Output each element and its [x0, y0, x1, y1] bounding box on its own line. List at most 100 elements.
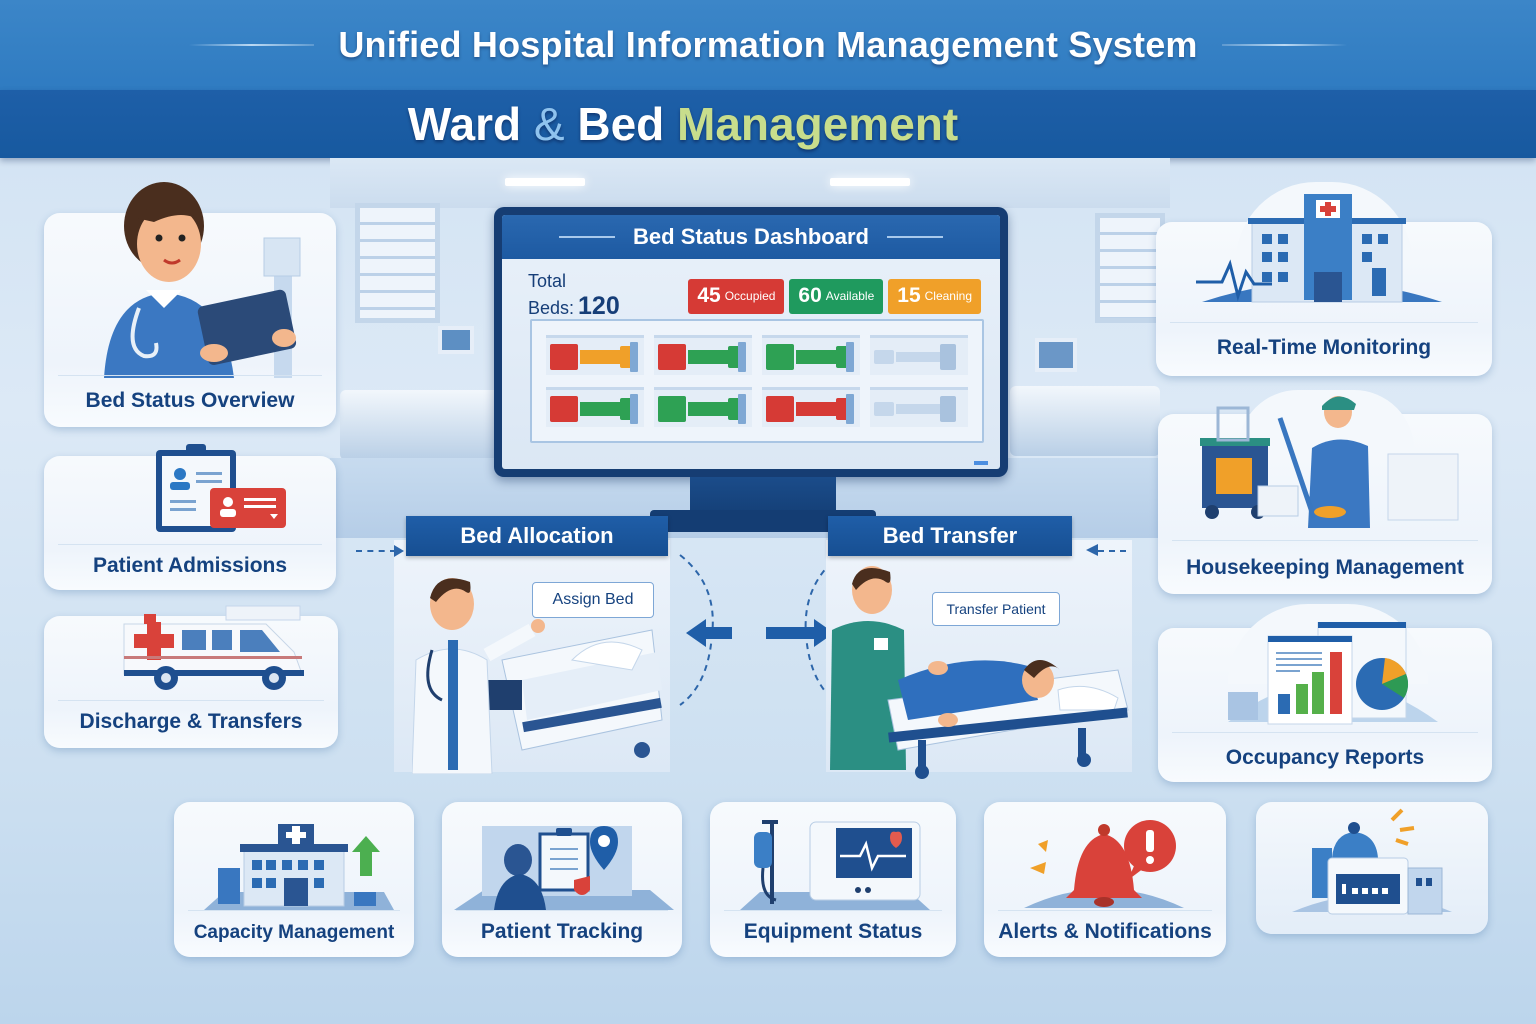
card-label: Patient Tracking — [480, 920, 644, 943]
bed-icon-body — [580, 401, 620, 416]
card-service-station[interactable] — [1256, 802, 1488, 934]
card-divider — [456, 910, 668, 911]
ambulance-icon — [123, 605, 304, 690]
location-pin-icon — [454, 826, 674, 910]
background-bed — [1010, 386, 1160, 456]
dashed-arrow-left — [1098, 550, 1126, 552]
card-housekeeping-management[interactable]: Housekeeping Management — [1158, 390, 1492, 594]
total-beds-label: Total Beds: — [528, 271, 575, 318]
bed-icon-head — [766, 343, 794, 370]
card-discharge-transfers[interactable]: Discharge & Transfers — [44, 605, 338, 748]
bed-tile-available[interactable] — [762, 335, 860, 375]
card-divider — [998, 910, 1212, 911]
bed-tile-occupied[interactable] — [654, 335, 752, 375]
monitor-base — [650, 510, 876, 532]
card-divider — [1172, 540, 1478, 541]
module-title-band: Ward & Bed Management — [0, 90, 1536, 158]
card-label: Capacity Management — [193, 922, 395, 943]
bed-icon-head — [874, 401, 894, 416]
iv-monitor-icon — [740, 820, 930, 910]
card-bed-status-overview[interactable]: Bed Status Overview — [44, 182, 336, 427]
card-equipment-status[interactable]: Equipment Status — [710, 802, 956, 957]
card-patient-tracking[interactable]: Patient Tracking — [442, 802, 682, 957]
card-label: Occupancy Reports — [1225, 746, 1425, 769]
stat-value: 45 — [697, 284, 721, 307]
patient-id-card-icon — [156, 444, 286, 532]
card-divider — [58, 375, 322, 376]
bed-divider — [630, 394, 638, 424]
bed-tile-empty[interactable] — [870, 387, 968, 427]
module-title: Ward & Bed Management — [408, 97, 958, 151]
dashboard-header-line — [559, 236, 616, 238]
bed-icon-head — [550, 343, 578, 370]
card-divider — [1172, 732, 1478, 733]
nurse-tablet-icon — [104, 182, 301, 378]
bed-icon-foot — [940, 343, 956, 370]
ceiling-light — [830, 178, 910, 186]
bed-icon-foot — [940, 395, 956, 422]
bed-tile-occupied[interactable] — [546, 387, 644, 427]
card-label: Alerts & Notifications — [998, 920, 1212, 943]
card-alerts-notifications[interactable]: Alerts & Notifications — [984, 802, 1226, 957]
bed-tile-occupied[interactable] — [546, 335, 644, 375]
card-label: Real-Time Monitoring — [1216, 336, 1432, 359]
background-bed — [340, 390, 500, 460]
total-beds: Total Beds:120 — [528, 271, 662, 321]
bed-icon-head — [874, 349, 894, 364]
bed-icon-body — [896, 403, 940, 414]
card-capacity-management[interactable]: Capacity Management — [174, 802, 414, 957]
card-real-time-monitoring[interactable]: Real-Time Monitoring — [1156, 182, 1492, 376]
ceiling-light — [505, 178, 585, 186]
dashed-arrow-right — [356, 550, 396, 552]
module-title-bed: Bed — [577, 98, 665, 150]
card-divider — [724, 910, 942, 911]
assign-bed-button[interactable]: Assign Bed — [532, 582, 654, 618]
system-title: Unified Hospital Information Management … — [338, 24, 1198, 65]
bed-icon-body — [796, 349, 836, 364]
card-divider — [188, 910, 400, 911]
monitor-power-led — [974, 461, 988, 465]
bed-icon-body — [688, 349, 728, 364]
ward-window — [355, 203, 440, 323]
nurse-transferring-patient-illustration — [830, 566, 1129, 779]
stat-label: Cleaning — [924, 289, 972, 303]
cleaner-icon — [1200, 396, 1459, 528]
card-patient-admissions[interactable]: Patient Admissions — [44, 444, 336, 590]
stat-value: 60 — [798, 284, 822, 307]
total-beds-value: 120 — [578, 292, 620, 320]
bed-icon-body — [688, 401, 728, 416]
bed-tile-empty[interactable] — [870, 335, 968, 375]
card-divider — [58, 700, 324, 701]
card-occupancy-reports[interactable]: Occupancy Reports — [1158, 604, 1492, 782]
stat-label: Available — [825, 289, 875, 303]
bed-icon-head — [550, 395, 578, 422]
bed-tile-occupied[interactable] — [762, 387, 860, 427]
bed-tile-available[interactable] — [654, 387, 752, 427]
bed-divider — [738, 342, 746, 372]
wall-monitor — [1035, 338, 1077, 372]
arrowhead-icon — [1086, 544, 1098, 556]
card-label: Discharge & Transfers — [79, 710, 303, 733]
service-station-icon — [1292, 808, 1452, 915]
hospital-heartbeat-icon — [1196, 194, 1442, 303]
card-label: Housekeeping Management — [1186, 556, 1464, 579]
card-divider — [1170, 322, 1478, 323]
module-title-ward: Ward — [407, 98, 522, 150]
card-divider — [58, 544, 322, 545]
stat-value: 15 — [897, 284, 921, 307]
doctor-assigning-bed-illustration — [412, 578, 663, 774]
card-label: Equipment Status — [743, 920, 923, 943]
header-bar: Unified Hospital Information Management … — [0, 0, 1536, 90]
hospital-growth-icon — [204, 824, 394, 910]
dashboard-header-line — [886, 236, 943, 238]
transfer-patient-button[interactable]: Transfer Patient — [932, 592, 1060, 626]
bed-divider — [846, 394, 854, 424]
bed-grid — [530, 319, 984, 443]
alert-bell-icon — [1024, 820, 1184, 908]
